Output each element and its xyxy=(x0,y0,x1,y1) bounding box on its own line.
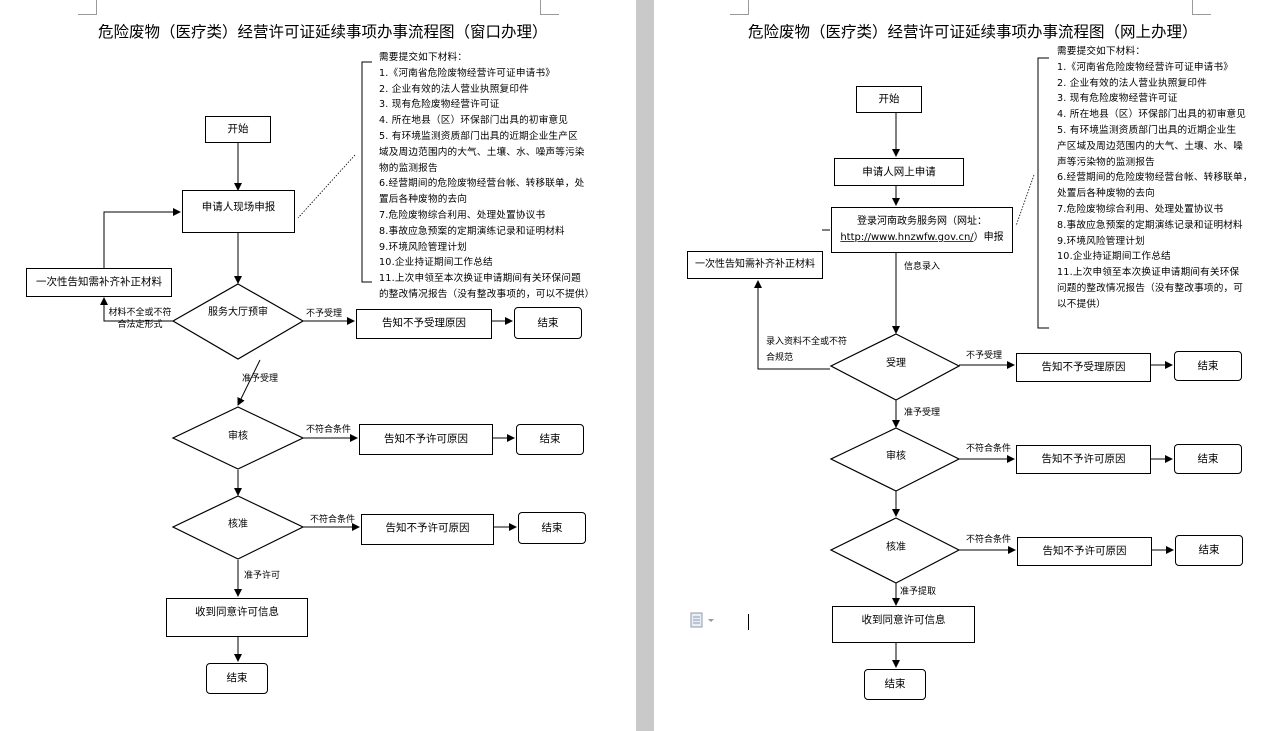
margin-corner-mark xyxy=(730,0,749,15)
document-page-left: 危险废物（医疗类）经营许可证延续事项办事流程图（窗口办理） xyxy=(0,0,636,731)
list-item: 3. 现有危险废物经营许可证 xyxy=(1057,93,1178,105)
flowchart-connectors xyxy=(100,61,517,662)
list-item: 1.《河南省危险废物经营许可证申请书》 xyxy=(1057,61,1234,73)
start-node: 开始 xyxy=(205,116,271,143)
hall-pre-review-decision: 服务大厅预审 xyxy=(208,307,268,318)
document-page-right: 危险废物（医疗类）经营许可证延续事项办事流程图（网上办理） 需要提交如下材料： xyxy=(654,0,1286,731)
list-item: 置后各种废物的去向 xyxy=(379,194,468,206)
edge-label-incomplete: 材料不全或不符合法定形式 xyxy=(108,308,172,330)
notify-reject-accept-node: 告知不予受理原因 xyxy=(1016,353,1151,382)
end-node: 结束 xyxy=(864,669,926,700)
receive-permit-node: 收到同意许可信息 xyxy=(832,606,975,643)
list-item: 声等污染物的监测报告 xyxy=(1057,156,1155,168)
end-node: 结束 xyxy=(1174,444,1242,474)
edge-label-approved: 准予许可 xyxy=(244,571,281,581)
supplement-notice-node: 一次性告知需补齐补正材料 xyxy=(26,268,172,297)
list-item: 9.环境风险管理计划 xyxy=(379,241,467,253)
edge-label-extract: 准予提取 xyxy=(900,587,937,597)
text-cursor-icon xyxy=(748,614,749,630)
edge-label-accepted: 准予受理 xyxy=(904,408,941,418)
list-item: 11.上次申领至本次换证申请期间有关环保问题 xyxy=(379,273,581,285)
list-item: 3. 现有危险废物经营许可证 xyxy=(379,99,500,111)
apply-online-node: 申请人网上申请 xyxy=(834,158,964,186)
list-item: 4. 所在地县（区）环保部门出具的初审意见 xyxy=(1057,109,1247,121)
login-instruction: 登录河南政务服务网（网址： xyxy=(857,216,987,227)
edge-label-incomplete: 录入资料不全或不符合规范 xyxy=(766,337,848,364)
audit-decision: 审核 xyxy=(228,431,248,442)
list-item: 6.经营期间的危险废物经营台帐、转移联单， xyxy=(1057,172,1253,184)
list-item: 10.企业持证期间工作总结 xyxy=(379,257,493,269)
edge-label-not-meet: 不符合条件 xyxy=(966,535,1012,545)
materials-header: 需要提交如下材料： xyxy=(379,52,468,63)
login-portal-node: 登录河南政务服务网（网址： http://www.hnzwfw.gov.cn/）… xyxy=(831,207,1013,253)
required-materials-list: 需要提交如下材料： 1.《河南省危险废物经营许可证申请书》 2. 企业有效的法人… xyxy=(379,50,629,303)
end-node: 结束 xyxy=(518,512,586,544)
list-item: 8.事故应急预案的定期演练记录和证明材料 xyxy=(379,225,565,237)
list-item: 8.事故应急预案的定期演练记录和证明材料 xyxy=(1057,219,1243,231)
paste-options-icon[interactable] xyxy=(690,612,720,630)
login-url-line: http://www.hnzwfw.gov.cn/）申报 xyxy=(840,230,1003,246)
list-item: 2. 企业有效的法人营业执照复印件 xyxy=(1057,77,1207,89)
accept-decision: 受理 xyxy=(886,358,906,369)
end-node: 结束 xyxy=(1174,351,1242,381)
list-item: 6.经营期间的危险废物经营台帐、转移联单，处 xyxy=(379,178,585,190)
notify-deny-permit-node: 告知不予许可原因 xyxy=(359,424,493,455)
required-materials-list: 需要提交如下材料： 1.《河南省危险废物经营许可证申请书》 2. 企业有效的法人… xyxy=(1057,44,1283,313)
edge-label-info-entry: 信息录入 xyxy=(904,262,941,272)
list-item: 10.企业持证期间工作总结 xyxy=(1057,251,1171,263)
flowchart-title-window: 危险废物（医疗类）经营许可证延续事项办事流程图（窗口办理） xyxy=(98,23,548,41)
approve-decision: 核准 xyxy=(228,519,248,530)
list-item: 4. 所在地县（区）环保部门出具的初审意见 xyxy=(379,115,569,127)
list-item: 处置后各种废物的去向 xyxy=(1057,188,1155,200)
notify-reject-accept-node: 告知不予受理原因 xyxy=(356,309,492,339)
audit-decision: 审核 xyxy=(886,451,906,462)
list-item: 1.《河南省危险废物经营许可证申请书》 xyxy=(379,67,556,79)
list-item: 域及周边范围内的大气、土壤、水、噪声等污染 xyxy=(379,146,585,158)
edge-label-not-meet: 不符合条件 xyxy=(966,444,1012,454)
materials-header: 需要提交如下材料： xyxy=(1057,46,1146,57)
apply-onsite-node: 申请人现场申报 xyxy=(182,190,295,233)
supplement-notice-node: 一次性告知需补齐补正材料 xyxy=(687,251,823,279)
flowchart-title-online: 危险废物（医疗类）经营许可证延续事项办事流程图（网上办理） xyxy=(748,23,1198,41)
list-item: 问题的整改情况报告（没有整改事项的，可 xyxy=(1057,282,1244,294)
notify-deny-permit-node: 告知不予许可原因 xyxy=(1016,445,1151,474)
start-node: 开始 xyxy=(856,86,922,113)
list-item: 7.危险废物综合利用、处理处置协议书 xyxy=(379,209,546,221)
notify-deny-permit-node: 告知不予许可原因 xyxy=(1017,537,1152,566)
list-item: 5. 有环境监测资质部门出具的近期企业生产区 xyxy=(379,130,578,142)
approve-decision: 核准 xyxy=(886,542,906,553)
list-item: 产区域及周边范围内的大气、土壤、水、噪 xyxy=(1057,140,1244,152)
end-node: 结束 xyxy=(1175,535,1243,566)
end-node: 结束 xyxy=(206,663,268,694)
edge-label-not-meet: 不符合条件 xyxy=(306,425,352,435)
list-item: 以不提供） xyxy=(1057,298,1106,310)
list-item: 5. 有环境监测资质部门出具的近期企业生 xyxy=(1057,124,1237,136)
list-item: 物的监测报告 xyxy=(379,162,438,174)
list-item: 7.危险废物综合利用、处理处置协议书 xyxy=(1057,203,1224,215)
edge-label-reject-accept: 不予受理 xyxy=(306,309,343,319)
edge-label-not-meet: 不符合条件 xyxy=(310,515,356,525)
list-item: 9.环境风险管理计划 xyxy=(1057,235,1145,247)
edge-label-accepted: 准予受理 xyxy=(242,374,279,384)
receive-permit-node: 收到同意许可信息 xyxy=(166,598,308,637)
portal-url-link[interactable]: http://www.hnzwfw.gov.cn/ xyxy=(840,232,974,243)
end-node: 结束 xyxy=(516,424,584,455)
list-item: 2. 企业有效的法人营业执照复印件 xyxy=(379,83,529,95)
list-item: 11.上次申领至本次换证申请期间有关环保 xyxy=(1057,267,1240,279)
margin-corner-mark xyxy=(78,0,97,15)
edge-label-reject-accept: 不予受理 xyxy=(966,351,1003,361)
margin-corner-mark xyxy=(1192,0,1211,15)
flowchart-connectors xyxy=(754,57,1174,668)
end-node: 结束 xyxy=(514,307,582,339)
margin-corner-mark xyxy=(540,0,559,15)
list-item: 的整改情况报告（没有整改事项的，可以不提供） xyxy=(379,288,595,300)
notify-deny-permit-node: 告知不予许可原因 xyxy=(361,514,494,545)
login-suffix: ）申报 xyxy=(973,232,1004,243)
